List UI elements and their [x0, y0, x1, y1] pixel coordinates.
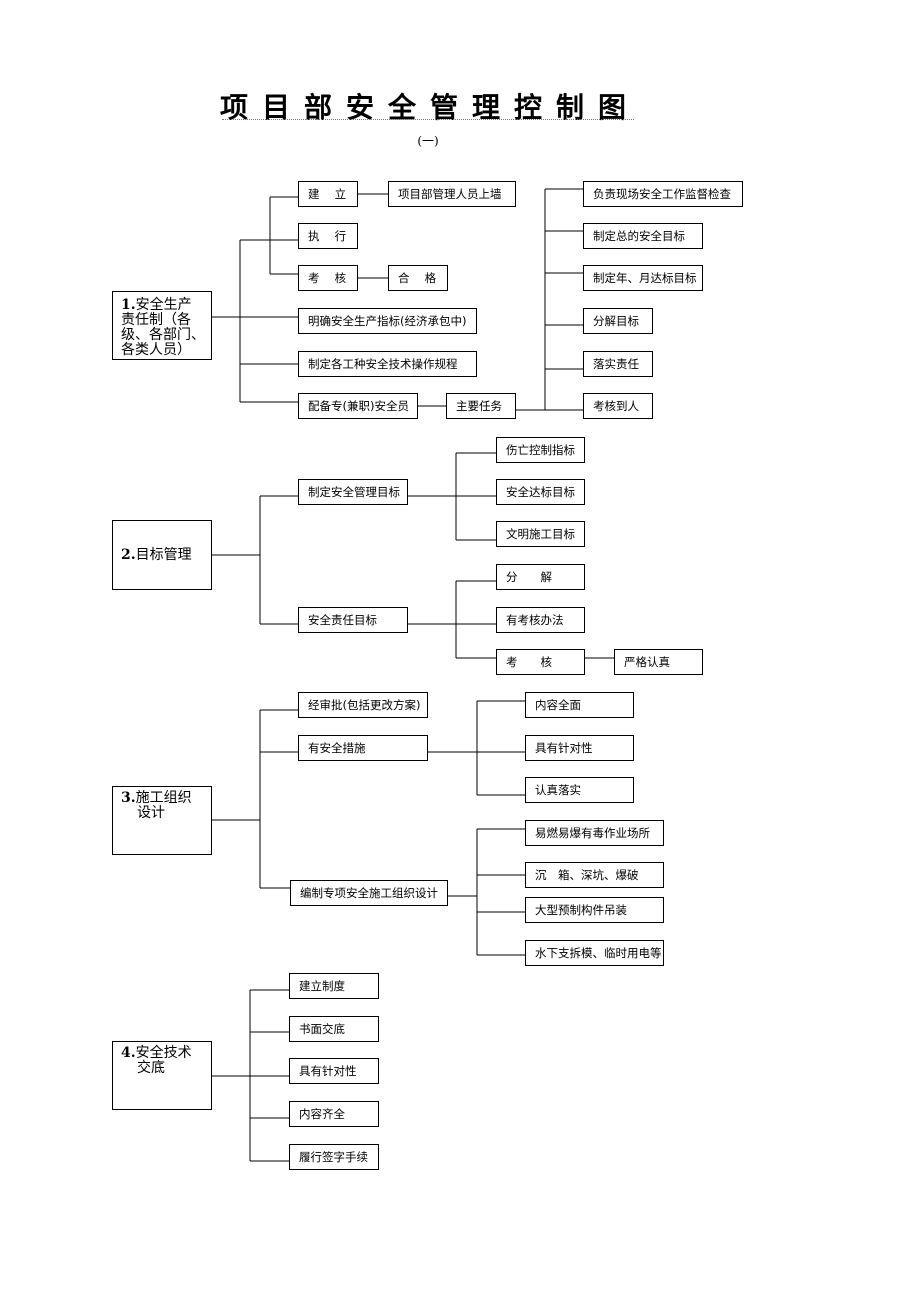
- root-number: 3.: [121, 790, 136, 806]
- special-prefab-lifting: 大型预制构件吊装: [525, 897, 664, 923]
- task-assess-person: 考核到人: [583, 393, 653, 419]
- node-safety-management-goal: 制定安全管理目标: [298, 479, 408, 505]
- page-title: 项目部安全管理控制图: [219, 91, 640, 124]
- node-approval: 经审批(包括更改方案): [298, 692, 428, 718]
- goal-casualty-control: 伤亡控制指标: [496, 437, 585, 463]
- resp-strict: 严格认真: [614, 649, 703, 675]
- title-underline: [222, 116, 634, 120]
- briefing-written: 书面交底: [289, 1016, 379, 1042]
- task-overall-goal: 制定总的安全目标: [583, 223, 703, 249]
- root-number: 2.: [121, 546, 136, 563]
- measure-targeted: 具有针对性: [525, 735, 634, 761]
- measure-implement: 认真落实: [525, 777, 634, 803]
- node-safety-officer: 配备专(兼职)安全员: [298, 393, 418, 419]
- special-hazardous-sites: 易燃易爆有毒作业场所: [525, 820, 664, 846]
- root-node-goal-management: 2.目标管理: [112, 520, 212, 590]
- node-manager-on-wall: 项目部管理人员上墙: [388, 181, 516, 207]
- root-line: 交底: [137, 1060, 165, 1076]
- root-number: 1.: [121, 297, 136, 313]
- root-node-safety-responsibility: 1.安全生产 责任制（各 级、各部门、 各类人员）: [112, 291, 212, 360]
- node-qualified: 合 格: [388, 265, 448, 291]
- node-execute: 执 行: [298, 223, 358, 249]
- task-supervise-inspection: 负责现场安全工作监督检查: [583, 181, 743, 207]
- task-implement-responsibility: 落实责任: [583, 351, 653, 377]
- task-decompose-goal: 分解目标: [583, 308, 653, 334]
- node-safety-indicators: 明确安全生产指标(经济承包中): [298, 308, 477, 334]
- task-annual-monthly-goal: 制定年、月达标目标: [583, 265, 703, 291]
- special-caisson-pit-blasting: 沉 箱、深坑、爆破: [525, 862, 664, 888]
- root-line: 设计: [137, 805, 165, 821]
- root-line: 安全生产: [135, 297, 192, 313]
- node-special-design: 编制专项安全施工组织设计: [290, 880, 448, 906]
- root-node-construction-design: 3.施工组织 设计: [112, 786, 212, 855]
- goal-civilized-construction: 文明施工目标: [496, 521, 585, 547]
- root-line: 安全技术: [135, 1045, 192, 1061]
- root-line: 目标管理: [135, 546, 192, 563]
- page-subtitle: (一): [417, 134, 439, 148]
- root-number: 4.: [121, 1045, 136, 1061]
- node-operation-regulations: 制定各工种安全技术操作规程: [298, 351, 477, 377]
- node-assess: 考 核: [298, 265, 358, 291]
- resp-assessment-method: 有考核办法: [496, 607, 585, 633]
- resp-decompose: 分 解: [496, 564, 585, 590]
- special-underwater-electricity: 水下支拆模、临时用电等: [525, 940, 664, 966]
- goal-safety-standard: 安全达标目标: [496, 479, 585, 505]
- root-line: 级、各部门、: [121, 327, 205, 343]
- briefing-signature: 履行签字手续: [289, 1144, 379, 1170]
- root-line: 责任制（各: [121, 312, 191, 328]
- root-line: 各类人员）: [121, 342, 191, 358]
- briefing-system: 建立制度: [289, 973, 379, 999]
- node-responsibility-goal: 安全责任目标: [298, 607, 408, 633]
- measure-comprehensive: 内容全面: [525, 692, 634, 718]
- node-safety-measures: 有安全措施: [298, 735, 428, 761]
- node-establish: 建 立: [298, 181, 358, 207]
- resp-assess: 考 核: [496, 649, 585, 675]
- briefing-complete: 内容齐全: [289, 1101, 379, 1127]
- node-main-tasks: 主要任务: [446, 393, 516, 419]
- root-node-technical-briefing: 4.安全技术 交底: [112, 1041, 212, 1110]
- root-line: 施工组织: [135, 790, 192, 806]
- briefing-targeted: 具有针对性: [289, 1058, 379, 1084]
